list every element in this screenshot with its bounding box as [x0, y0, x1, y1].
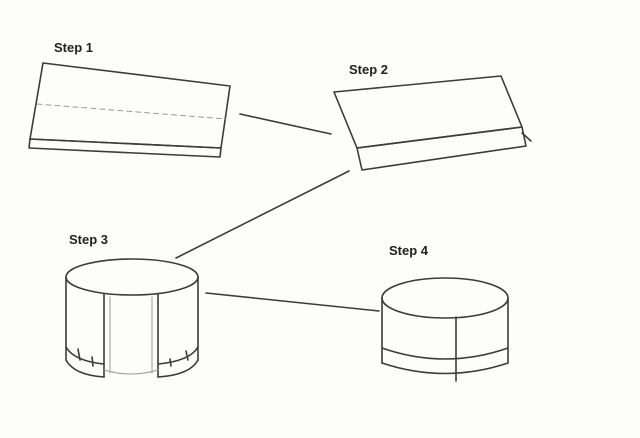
bottom-edge-right: [157, 359, 199, 378]
bent-sheet-edge-tick: [521, 132, 532, 142]
connector-step3-step4: [205, 292, 380, 312]
step-connectors: [175, 113, 380, 312]
bottom-edge: [381, 362, 509, 375]
bottom-band-right: [157, 346, 199, 365]
step1-label: Step 1: [54, 40, 93, 55]
band-tick-4: [185, 350, 189, 361]
cylinder-top-rim: [65, 258, 199, 296]
bent-sheet-flange: [356, 126, 527, 171]
bent-sheet-top-face: [333, 75, 523, 149]
bottom-band: [381, 347, 509, 360]
connector-step1-step2: [239, 113, 332, 135]
cylinder-top-rim: [381, 277, 509, 319]
step3-label: Step 3: [69, 232, 108, 247]
band-tick-1: [77, 348, 81, 361]
step1-flat-sheet-drawing: [28, 62, 231, 158]
connector-step2-step3: [175, 170, 350, 259]
sheet-fold-guideline: [36, 103, 227, 120]
step3-open-cylinder-drawing: [65, 258, 199, 378]
inner-back-rim: [103, 369, 159, 375]
step4-label: Step 4: [389, 243, 429, 258]
step4-closed-cylinder-drawing: [381, 277, 509, 382]
band-tick-3: [169, 358, 172, 367]
band-tick-2: [91, 356, 94, 367]
sheet-front-edge: [28, 138, 222, 158]
step2-label: Step 2: [349, 62, 388, 77]
bottom-edge-left: [65, 359, 105, 378]
step2-bent-sheet-drawing: [333, 75, 532, 171]
bottom-band-left: [65, 346, 105, 365]
